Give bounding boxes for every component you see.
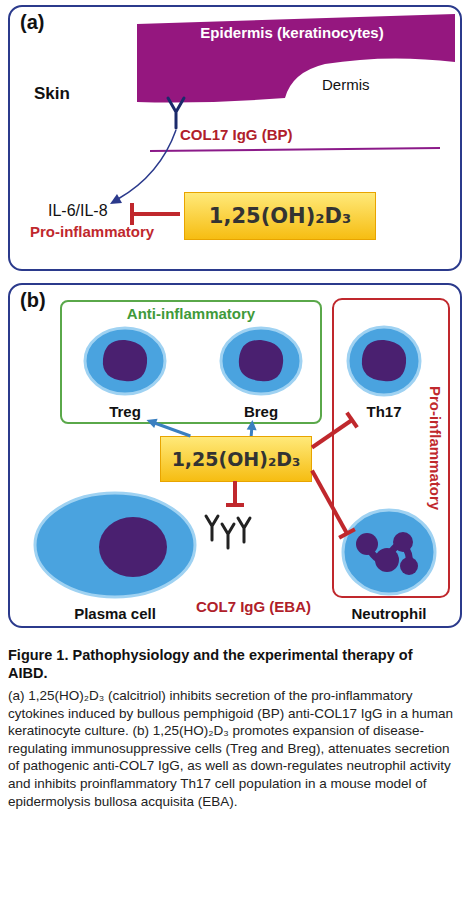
- antibody-label: COL7 IgG (EBA): [196, 598, 311, 615]
- figure-caption: Figure 1. Pathophysiology and the experi…: [8, 646, 448, 682]
- arrowhead: [147, 419, 158, 428]
- inhibition-connector: [312, 413, 357, 448]
- inhibition-line: [134, 212, 180, 216]
- epidermis-fill: [137, 14, 455, 103]
- panel-label: (a): [20, 11, 44, 34]
- inhibition-bar: [339, 529, 355, 538]
- cell-outline: [30, 490, 200, 600]
- cell-body: [343, 510, 435, 594]
- tissue-label: Skin: [34, 84, 70, 104]
- tissue-label: Dermis: [322, 76, 370, 93]
- connector-line: [312, 420, 352, 448]
- cell-body: [348, 327, 420, 395]
- cell-label: Treg: [72, 403, 178, 420]
- antibody-symbol: [222, 524, 234, 548]
- group-box: Pro-inflammatoryTh17Neutrophil: [332, 298, 450, 598]
- nucleus-lobe: [400, 557, 418, 575]
- antibody-label: COL17 IgG (BP): [180, 126, 293, 143]
- cell-label: Th17: [334, 403, 434, 420]
- nucleus-lobe: [356, 533, 378, 555]
- cell-outline: [82, 324, 168, 398]
- tissue-label: Epidermis (keratinocytes): [157, 24, 427, 41]
- cell-outline: [218, 324, 304, 398]
- activation-arrow: [147, 419, 191, 436]
- drug-label: 1,25(OH)₂D₃: [172, 448, 301, 470]
- nucleus-lobe: [393, 532, 413, 552]
- dermis-line: [150, 148, 440, 151]
- panel-frame: (b)Anti-inflammatoryTregBregPro-inflamma…: [8, 283, 462, 628]
- connector-line: [154, 423, 190, 436]
- leader-arrow: [118, 130, 176, 199]
- cell-node: Th17: [344, 324, 424, 420]
- inhibition-bar: [130, 203, 134, 225]
- drug-box: 1,25(OH)₂D₃: [184, 192, 376, 240]
- cell-outline: [344, 324, 424, 398]
- cell-body: [85, 328, 165, 394]
- cell-nucleus: [99, 517, 167, 577]
- group-label: Pro-inflammatory: [427, 386, 444, 510]
- inhibition-bar: [226, 503, 244, 507]
- cytokine-label: IL-6/IL-8: [48, 202, 108, 220]
- cell-node: Neutrophil: [339, 504, 439, 622]
- cell-body: [35, 493, 195, 597]
- cell-node: Plasma cell: [30, 490, 200, 622]
- cell-nucleus: [239, 340, 283, 381]
- cell-label: Neutrophil: [329, 605, 449, 622]
- connector-line: [312, 471, 347, 534]
- cell-node: Breg: [218, 324, 304, 420]
- antibody-symbol: [238, 518, 250, 542]
- cell-label: Plasma cell: [20, 605, 210, 622]
- connector-line: [250, 428, 254, 436]
- cell-node: Treg: [82, 324, 168, 420]
- drug-box: 1,25(OH)₂D₃: [160, 436, 312, 482]
- cell-outline: [339, 504, 439, 600]
- cell-nucleus: [362, 340, 406, 381]
- drug-label: 1,25(OH)₂D₃: [209, 204, 351, 228]
- antibody-symbol: [168, 98, 184, 128]
- caption-body: (a) 1,25(HO)₂D₃ (calcitriol) inhibits se…: [8, 687, 464, 810]
- nucleus-lobe: [375, 548, 399, 572]
- activation-arrow: [247, 420, 257, 436]
- arrowhead: [247, 420, 257, 430]
- group-box: Anti-inflammatoryTregBreg: [60, 300, 322, 424]
- antibody-symbol: [206, 516, 218, 540]
- epidermis-shape: Epidermis (keratinocytes): [137, 12, 455, 104]
- panel-label: (b): [20, 289, 46, 312]
- inhibition-bar: [347, 413, 357, 428]
- cell-body: [221, 328, 301, 394]
- leader-arrowhead: [110, 194, 122, 204]
- cell-label: Breg: [208, 403, 314, 420]
- inhibition-line: [233, 481, 237, 504]
- effect-label: Pro-inflammatory: [30, 223, 154, 240]
- cell-nucleus: [103, 340, 147, 381]
- group-label: Anti-inflammatory: [62, 305, 320, 322]
- inhibition-connector: [312, 471, 355, 538]
